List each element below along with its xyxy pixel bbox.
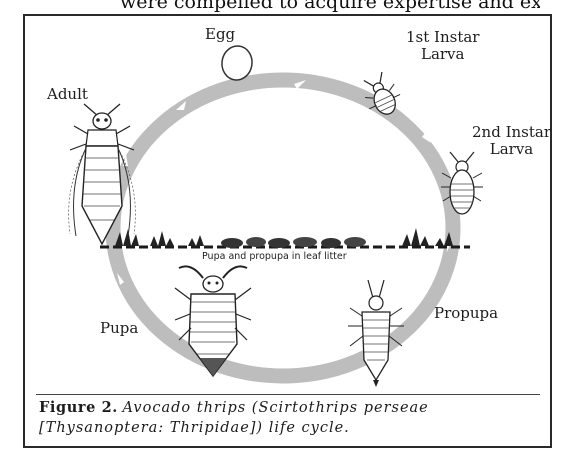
leaf-litter [100, 228, 470, 248]
litter-blob-2 [246, 237, 266, 247]
pupa-illustration [175, 266, 251, 376]
second-instar-label: 2nd Instar Larva [472, 124, 551, 158]
first-instar-label-line1: 1st Instar [406, 29, 479, 46]
litter-blob-5 [321, 238, 341, 248]
grass-clump-3 [188, 235, 204, 246]
adult-label: Adult [47, 86, 88, 103]
egg-label: Egg [205, 26, 235, 43]
grass-clump-2 [150, 231, 174, 246]
first-instar-label: 1st Instar Larva [406, 29, 479, 63]
propupa-label: Propupa [434, 305, 498, 322]
litter-blob-3 [268, 238, 290, 248]
litter-blob-6 [344, 237, 366, 247]
figure-caption: Figure 2. Avocado thrips (Scirtothrips p… [39, 398, 549, 438]
litter-blob-4 [293, 237, 317, 247]
figure-number: Figure 2. [39, 399, 118, 416]
leaf-litter-label: Pupa and propupa in leaf litter [200, 251, 349, 262]
second-instar-label-line2: Larva [472, 141, 551, 158]
second-instar-label-line1: 2nd Instar [472, 124, 551, 141]
litter-blob-1 [221, 238, 243, 248]
caption-divider [36, 394, 540, 395]
pupa-label: Pupa [100, 320, 138, 337]
grass-clump-4 [402, 228, 429, 246]
cycle-ring [113, 80, 453, 376]
first-instar-label-line2: Larva [406, 46, 479, 63]
